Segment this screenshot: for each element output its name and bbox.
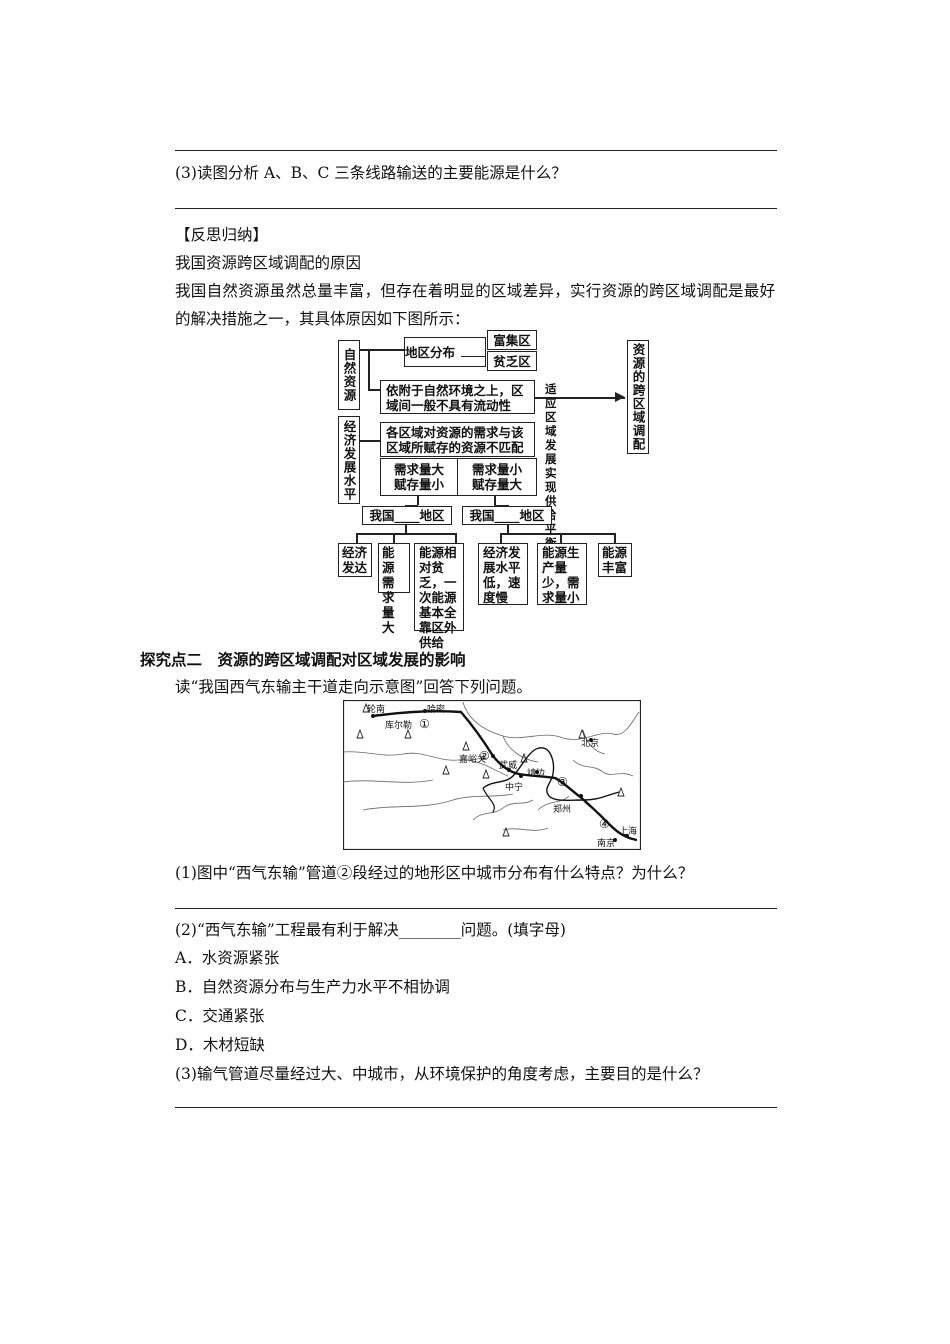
part2-question-2: (2)“西气东输”工程最有利于解决________问题。(填字母) [175, 921, 566, 939]
leaf-energy-scarce: 能源相对贫乏，一次能源基本全靠区外供给 [414, 543, 464, 650]
cross-region-allocation-box: 资源的跨区域调配 [627, 340, 649, 454]
leaf-energy-rich: 能源丰富 [598, 543, 632, 577]
attached-line1: 依附于自然环境之上，区 [386, 383, 524, 398]
label-wuwei: 武威 [499, 759, 517, 771]
leaf-low-production: 能源生产量少，需求量小 [537, 543, 587, 605]
section-heading: 探究点二 资源的跨区域调配对区域发展的影响 [140, 651, 466, 669]
label-nanjing: 南京 [597, 837, 615, 849]
rich-region-box: 富集区 [487, 330, 537, 350]
answer-line [175, 1107, 777, 1108]
attached-line2: 域间一般不具有流动性 [386, 398, 512, 413]
label-beijing: 北京 [581, 737, 599, 749]
region-west-box: 我国____地区 [462, 506, 552, 525]
adapt-label: 适应区域发展 实现供给平衡 [545, 382, 557, 550]
mismatch-box: 各区域对资源的需求与该 区域所赋存的资源不匹配 [380, 422, 535, 457]
leaf-high-energy-demand: 能源需求量大 [378, 543, 410, 635]
option-d: D．木材短缺 [175, 1036, 265, 1054]
label-korla: 库尔勒 [385, 719, 412, 731]
demand-small-line2: 赋存量大 [471, 477, 522, 492]
label-shanghai: 上海 [619, 825, 637, 837]
map-intro: 读“我国西气东输主干道走向示意图”回答下列问题。 [175, 678, 532, 696]
region-east-box: 我国____地区 [362, 506, 452, 525]
label-jiayuguan: 嘉峪关 [459, 753, 486, 765]
option-a: A．水资源紧张 [175, 949, 280, 967]
natural-resources-box: 自然资源 [338, 340, 360, 410]
mismatch-line2: 区域所赋存的资源不匹配 [386, 440, 524, 455]
demand-large-box: 需求量大 赋存量小 [380, 458, 458, 496]
label-zhongning: 中宁 [505, 781, 523, 793]
demand-small-box: 需求量小 赋存量大 [457, 458, 537, 496]
summary-paragraph-line1: 我国自然资源虽然总量丰富，但存在着明显的区域差异，实行资源的跨区域调配是最好 [175, 282, 776, 300]
answer-line [175, 908, 777, 909]
summary-heading: 【反思归纳】 [175, 226, 269, 244]
arrow-right-icon [615, 392, 625, 402]
adapt-line1: 适应区域发展 [545, 382, 557, 466]
segment-1-label: ① [419, 717, 430, 731]
label-jingbian: 靖边 [527, 767, 545, 779]
summary-subtitle: 我国资源跨区域调配的原因 [175, 254, 362, 272]
region-distribution-box: 地区分布 [404, 337, 486, 367]
demand-large-line1: 需求量大 [393, 462, 444, 477]
option-b: B．自然资源分布与生产力水平不相协调 [175, 978, 450, 996]
label-hami: 哈密 [427, 703, 445, 715]
label-zhengzhou: 郑州 [553, 803, 571, 815]
part2-question-3: (3)输气管道尽量经过大、中城市，从环境保护的角度考虑，主要目的是什么？ [175, 1065, 709, 1083]
segment-4-label: ④ [599, 817, 610, 831]
label-lunnan: 轮南 [367, 703, 385, 715]
segment-3-label: ③ [557, 775, 568, 789]
leaf-developed-economy: 经济发达 [338, 543, 372, 577]
part2-question-1: (1)图中“西气东输”管道②段经过的地形区中城市分布有什么特点？为什么？ [175, 864, 694, 882]
leaf-low-development: 经济发展水平低，速度慢 [478, 543, 528, 605]
option-c: C．交通紧张 [175, 1007, 265, 1025]
question-3: (3)读图分析 A、B、C 三条线路输送的主要能源是什么？ [175, 164, 567, 182]
region-distribution-label: 地区分布 [405, 344, 456, 360]
segment-2-label: ② [479, 749, 490, 763]
mismatch-line1: 各区域对资源的需求与该 [386, 425, 524, 440]
west-east-gas-pipeline-map: 轮南 哈密 库尔勒 嘉峪关 武威 靖边 中宁 北京 郑州 上海 南京 ① ② ③… [343, 700, 641, 850]
attached-environment-box: 依附于自然环境之上，区 域间一般不具有流动性 [380, 380, 535, 414]
demand-small-line1: 需求量小 [471, 462, 522, 477]
answer-line [175, 208, 777, 209]
demand-large-line2: 赋存量小 [393, 477, 444, 492]
summary-paragraph-line2: 的解决措施之一，其具体原因如下图所示： [175, 310, 470, 328]
economic-level-box: 经济发展水平 [338, 416, 360, 504]
poor-region-box: 贫乏区 [487, 351, 537, 371]
answer-line [175, 150, 777, 151]
